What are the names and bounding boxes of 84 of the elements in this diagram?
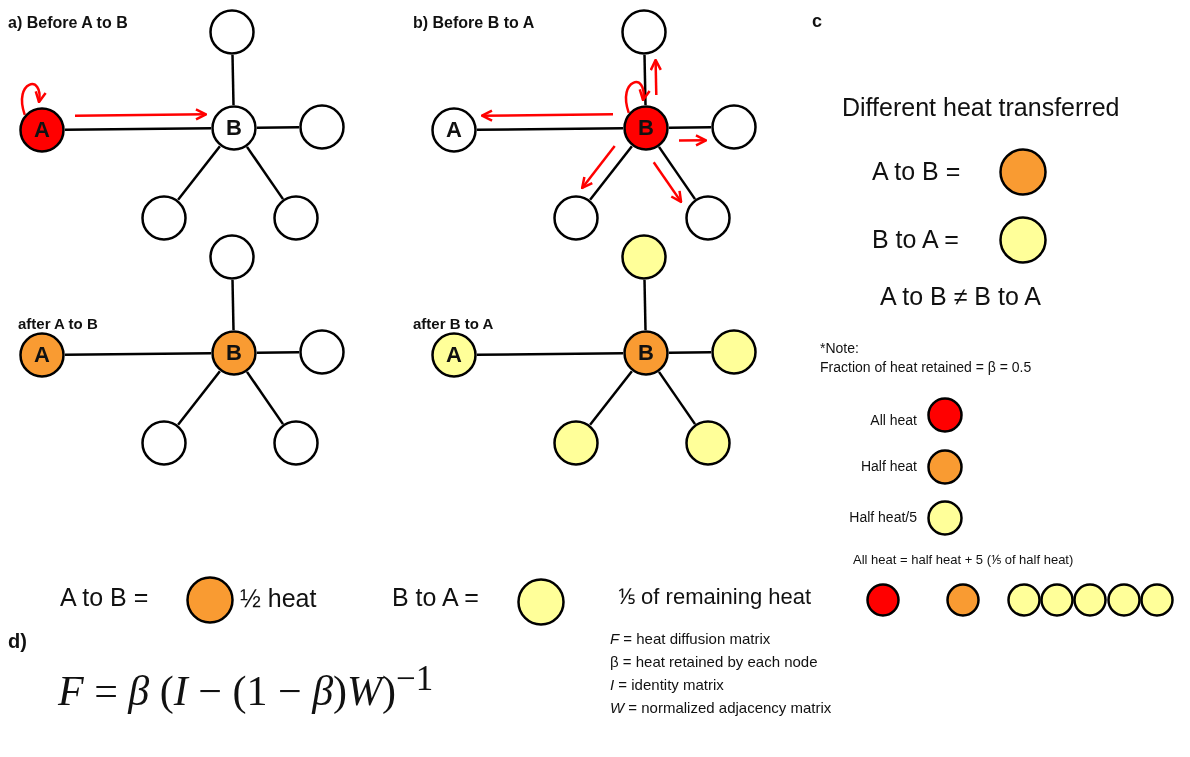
node-circle <box>1040 583 1074 617</box>
legend-label: B to A = <box>872 226 959 254</box>
connector-line <box>231 54 235 106</box>
formula-text: F = β (I − (1 − β)W)$^{−1}$ <box>58 660 434 715</box>
arrow <box>75 108 208 121</box>
node-circle <box>299 329 345 375</box>
node-circle: B <box>623 330 669 376</box>
node-circle <box>685 195 731 241</box>
panel-heading: after B to A <box>413 316 494 333</box>
panel-heading: a) Before A to B <box>8 14 128 32</box>
caption-text: ⅕ of remaining heat <box>618 585 812 610</box>
node-circle <box>141 195 187 241</box>
connector-line <box>657 371 697 425</box>
node-circle <box>209 9 255 55</box>
connector-line <box>477 126 623 132</box>
panel-letter: d) <box>8 630 27 652</box>
node-circle <box>273 420 319 466</box>
node-circle <box>711 329 757 375</box>
self-loop-arrow <box>20 83 47 116</box>
caption-text: ½ heat <box>240 585 317 613</box>
definition-text: F = heat diffusion matrix <box>610 631 771 648</box>
arrow <box>580 145 616 190</box>
arrow <box>679 134 708 147</box>
node-circle: A <box>19 107 65 153</box>
node-circle <box>621 234 667 280</box>
note-text: *Note: <box>820 341 859 357</box>
panel-letter: c <box>812 12 822 32</box>
node-circle: B <box>623 105 669 151</box>
connector-line <box>245 371 285 425</box>
node-circle <box>946 583 980 617</box>
connector-line <box>669 351 711 354</box>
node-circle: A <box>431 107 477 153</box>
connector-line <box>65 126 211 132</box>
self-loop-arrow <box>624 81 651 114</box>
node-circle <box>553 195 599 241</box>
connector-line <box>589 370 633 426</box>
arrow <box>652 161 683 204</box>
connector-line <box>231 279 235 331</box>
node-circle <box>273 195 319 241</box>
equation-text: All heat = half heat + 5 (⅕ of half heat) <box>853 553 1074 568</box>
legend-label: A to B = <box>60 584 149 612</box>
arrow <box>480 109 613 122</box>
heading-text: Different heat transferred <box>842 94 1120 122</box>
connector-line <box>177 145 221 201</box>
arrow <box>649 58 663 96</box>
connector-line <box>643 279 647 331</box>
connector-line <box>257 126 299 129</box>
node-circle <box>866 583 900 617</box>
definition-text: I = identity matrix <box>610 677 724 694</box>
node-circle <box>1140 583 1174 617</box>
note-text: Fraction of heat retained = β = 0.5 <box>820 360 1032 376</box>
connector-line <box>657 146 697 200</box>
panel-heading: b) Before B to A <box>413 14 535 32</box>
node-circle: A <box>431 332 477 378</box>
connector-line <box>477 351 623 357</box>
connector-line <box>589 145 633 201</box>
legend-label: B to A = <box>392 584 479 612</box>
node-circle <box>1073 583 1107 617</box>
inequality-text: A to B ≠ B to A <box>880 283 1042 311</box>
node-circle: A <box>19 332 65 378</box>
node-circle <box>553 420 599 466</box>
node-circle <box>1007 583 1041 617</box>
definition-text: β = heat retained by each node <box>610 654 818 671</box>
node-circle <box>299 104 345 150</box>
connector-line <box>669 126 711 129</box>
legend-label: All heat <box>870 413 917 429</box>
node-circle <box>621 9 667 55</box>
definition-text: W = normalized adjacency matrix <box>610 700 832 717</box>
node-circle <box>685 420 731 466</box>
legend-label: Half heat <box>860 459 917 475</box>
node-circle <box>711 104 757 150</box>
legend-label: A to B = <box>872 158 961 186</box>
node-circle <box>141 420 187 466</box>
connector-line <box>245 146 285 200</box>
node-circle <box>209 234 255 280</box>
panel-heading: after A to B <box>18 316 98 333</box>
legend-label: Half heat/5 <box>849 510 917 526</box>
node-circle: B <box>211 105 257 151</box>
node-circle <box>1107 583 1141 617</box>
node-circle: B <box>211 330 257 376</box>
connector-line <box>177 370 221 426</box>
connector-line <box>643 54 647 106</box>
connector-line <box>257 351 299 354</box>
connector-line <box>65 351 211 357</box>
